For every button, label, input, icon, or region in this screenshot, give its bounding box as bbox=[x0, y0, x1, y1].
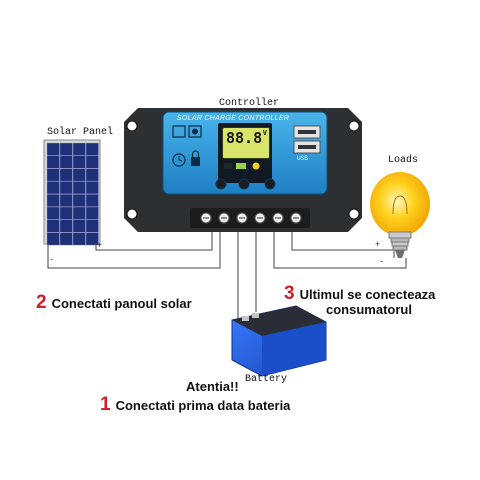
bulb-base bbox=[395, 250, 405, 258]
solar-status-icon bbox=[224, 163, 232, 169]
solar-cell bbox=[85, 168, 99, 182]
wires bbox=[47, 230, 407, 330]
step-3-text-line2: consumatorul bbox=[326, 302, 412, 317]
solar-cell bbox=[85, 193, 99, 207]
step-3-text-line1: Ultimul se conecteaza bbox=[299, 287, 436, 302]
solar-cell bbox=[46, 155, 60, 169]
solar-cell bbox=[85, 206, 99, 220]
mounting-hole bbox=[348, 208, 360, 220]
light-bulb bbox=[370, 172, 430, 258]
solar-cell bbox=[59, 193, 73, 207]
solar-cell bbox=[85, 232, 99, 246]
step-1-text: Conectati prima data bateria bbox=[115, 398, 291, 413]
up-button bbox=[238, 178, 250, 190]
solar-cell bbox=[59, 181, 73, 195]
down-button bbox=[264, 178, 276, 190]
solar-cell bbox=[72, 206, 86, 220]
solar-negative-wire bbox=[47, 230, 221, 269]
mounting-hole bbox=[126, 208, 138, 220]
solar-cell bbox=[72, 219, 86, 233]
clock-icon bbox=[172, 153, 186, 167]
solar-cell bbox=[59, 206, 73, 220]
load-positive-wire bbox=[291, 230, 395, 258]
lcd-display: 88.8 V bbox=[222, 127, 270, 159]
solar-cell bbox=[72, 168, 86, 182]
step-2-text: Conectati panoul solar bbox=[51, 296, 192, 311]
step-1-instruction: 1 Conectati prima data bateria bbox=[100, 394, 290, 416]
step-3-instruction: 3 Ultimul se conecteaza bbox=[284, 283, 435, 305]
menu-icon bbox=[172, 125, 186, 138]
solar-cell bbox=[46, 206, 60, 220]
attention-text: Atentia!! bbox=[186, 379, 239, 394]
bulb-glass bbox=[370, 172, 430, 236]
solar-cell bbox=[85, 219, 99, 233]
loads-label: Loads bbox=[388, 155, 419, 166]
solar-cell bbox=[85, 155, 99, 169]
solar-cell bbox=[59, 142, 73, 156]
usb-label: USB bbox=[297, 155, 308, 162]
lcd-value: 88.8 bbox=[226, 129, 263, 147]
lcd-unit: V bbox=[262, 129, 267, 137]
step-1-number: 1 bbox=[100, 394, 111, 415]
solar-cell bbox=[46, 168, 60, 182]
solar-cell bbox=[72, 181, 86, 195]
solar-cell bbox=[85, 181, 99, 195]
solar-panel bbox=[43, 139, 101, 246]
solar-cell bbox=[59, 155, 73, 169]
controller-panel-title: SOLAR CHARGE CONTROLLER bbox=[176, 115, 290, 122]
solar-positive-wire bbox=[95, 230, 213, 251]
load-status-icon bbox=[252, 162, 260, 170]
solar-cell bbox=[46, 181, 60, 195]
load-negative-wire bbox=[273, 230, 407, 269]
step-2-instruction: 2 Conectati panoul solar bbox=[36, 292, 192, 314]
solar-cell bbox=[72, 232, 86, 246]
solar-minus-sign: - bbox=[50, 254, 53, 264]
solar-cell bbox=[46, 142, 60, 156]
solar-cell bbox=[72, 155, 86, 169]
battery bbox=[231, 305, 327, 377]
mounting-hole bbox=[348, 120, 360, 132]
solar-cell bbox=[46, 193, 60, 207]
solar-cell bbox=[72, 193, 86, 207]
solar-cell bbox=[46, 219, 60, 233]
battery-terminal-positive bbox=[252, 313, 259, 318]
solar-cell bbox=[72, 142, 86, 156]
battery-terminal-negative bbox=[242, 316, 249, 321]
step-3-number: 3 bbox=[284, 283, 295, 304]
load-plus-sign: + bbox=[375, 239, 380, 249]
mounting-hole bbox=[126, 120, 138, 132]
battery-label: Battery bbox=[245, 374, 288, 385]
bulb-filament bbox=[392, 195, 408, 215]
controller-label: Controller bbox=[219, 98, 280, 109]
solar-cell bbox=[59, 232, 73, 246]
solar-cell bbox=[59, 219, 73, 233]
menu-button bbox=[215, 178, 227, 190]
lock-icon bbox=[191, 157, 200, 166]
step-2-number: 2 bbox=[36, 292, 47, 313]
settings-icon bbox=[188, 125, 202, 138]
load-minus-sign: - bbox=[380, 256, 383, 266]
solar-cell bbox=[59, 168, 73, 182]
solar-cell bbox=[85, 142, 99, 156]
solar-panel-label: Solar Panel bbox=[47, 127, 114, 138]
battery-status-icon bbox=[236, 163, 246, 169]
battery-top bbox=[232, 306, 326, 336]
solar-plus-sign: + bbox=[97, 240, 102, 250]
solar-cell bbox=[46, 232, 60, 246]
